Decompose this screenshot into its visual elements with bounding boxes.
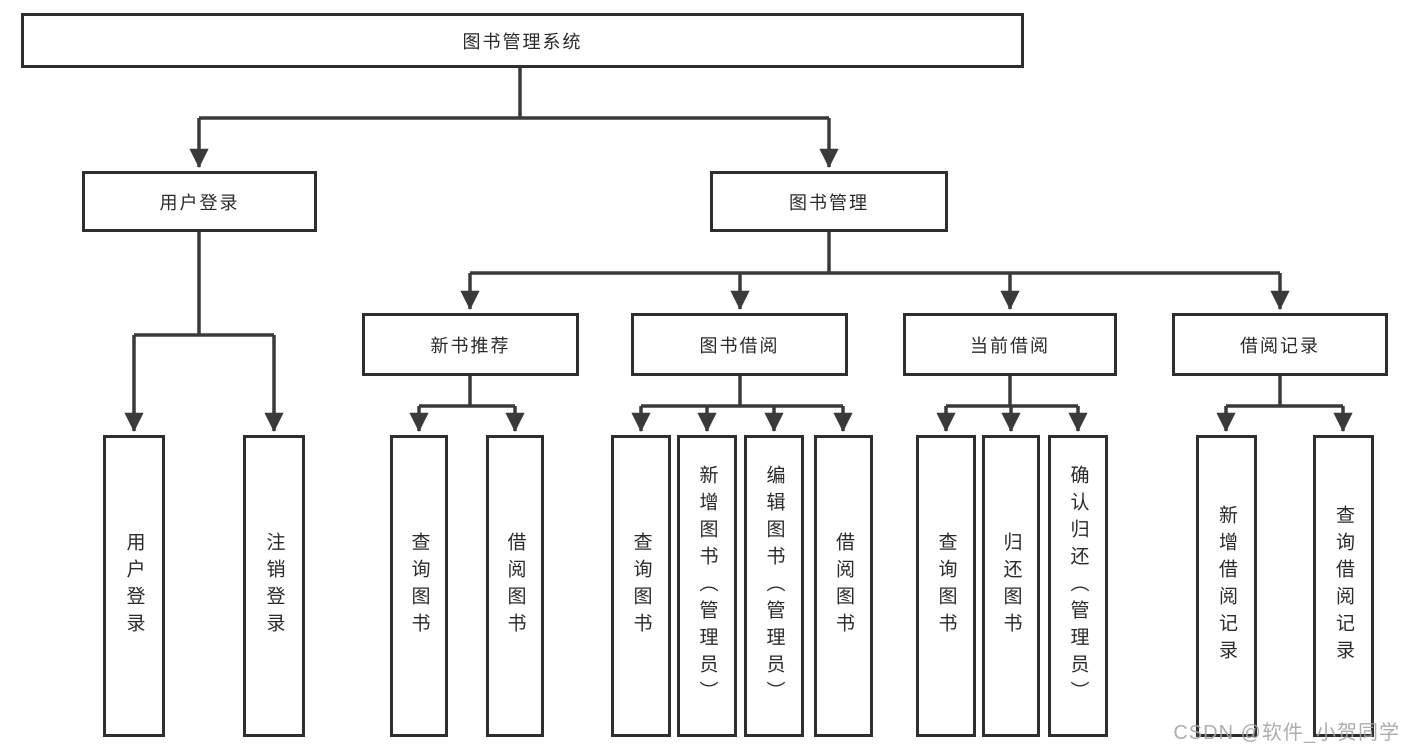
node-root: 图书管理系统: [21, 13, 1024, 68]
node-book-borrow-label: 图书借阅: [699, 335, 780, 356]
leaf-borrow-book-borrow-label: 借阅图书: [833, 532, 854, 640]
leaf-return-book: 归还图书: [982, 435, 1040, 737]
leaf-query-book-current-label: 查询图书: [935, 532, 957, 640]
leaf-borrow-book-recommend-label: 借阅图书: [504, 532, 526, 640]
leaf-add-book-admin: 新增图书（管理员）: [677, 435, 737, 737]
leaf-add-book-admin-label: 新增图书（管理员）: [696, 464, 718, 708]
leaf-logout-label: 注销登录: [263, 532, 285, 640]
node-current-borrow-label: 当前借阅: [970, 335, 1050, 356]
leaf-add-borrow-record-label: 新增借阅记录: [1216, 505, 1237, 667]
node-user-login-label: 用户登录: [159, 192, 240, 213]
leaf-query-borrow-record: 查询借阅记录: [1313, 435, 1374, 737]
csdn-watermark: CSDN @软件_小贺同学: [1173, 722, 1400, 744]
leaf-query-book-current: 查询图书: [916, 435, 976, 737]
node-book-management: 图书管理: [710, 171, 948, 232]
node-new-book-recommend-label: 新书推荐: [430, 335, 511, 356]
leaf-user-login-label: 用户登录: [123, 532, 145, 640]
leaf-add-borrow-record: 新增借阅记录: [1196, 435, 1257, 737]
leaf-borrow-book-recommend: 借阅图书: [486, 435, 544, 737]
node-new-book-recommend: 新书推荐: [362, 313, 579, 376]
leaf-query-book-borrow-label: 查询图书: [630, 532, 652, 640]
leaf-user-login: 用户登录: [103, 435, 165, 737]
leaf-return-book-label: 归还图书: [1000, 532, 1022, 640]
leaf-query-book-borrow: 查询图书: [611, 435, 671, 737]
leaf-logout: 注销登录: [243, 435, 305, 737]
node-book-management-label: 图书管理: [789, 192, 869, 213]
leaf-confirm-return-admin: 确认归还（管理员）: [1048, 435, 1108, 737]
node-root-label: 图书管理系统: [462, 31, 583, 52]
leaf-edit-book-admin-label: 编辑图书（管理员）: [763, 464, 785, 708]
node-user-login: 用户登录: [82, 171, 317, 232]
node-book-borrow: 图书借阅: [631, 313, 848, 376]
leaf-query-borrow-record-label: 查询借阅记录: [1333, 505, 1354, 667]
leaf-edit-book-admin: 编辑图书（管理员）: [744, 435, 804, 737]
leaf-query-book-recommend-label: 查询图书: [408, 532, 430, 640]
leaf-borrow-book-borrow: 借阅图书: [814, 435, 873, 737]
leaf-query-book-recommend: 查询图书: [390, 435, 448, 737]
node-borrow-record: 借阅记录: [1172, 313, 1388, 376]
node-current-borrow: 当前借阅: [903, 313, 1117, 376]
leaf-confirm-return-admin-label: 确认归还（管理员）: [1067, 464, 1089, 708]
node-borrow-record-label: 借阅记录: [1240, 335, 1320, 356]
